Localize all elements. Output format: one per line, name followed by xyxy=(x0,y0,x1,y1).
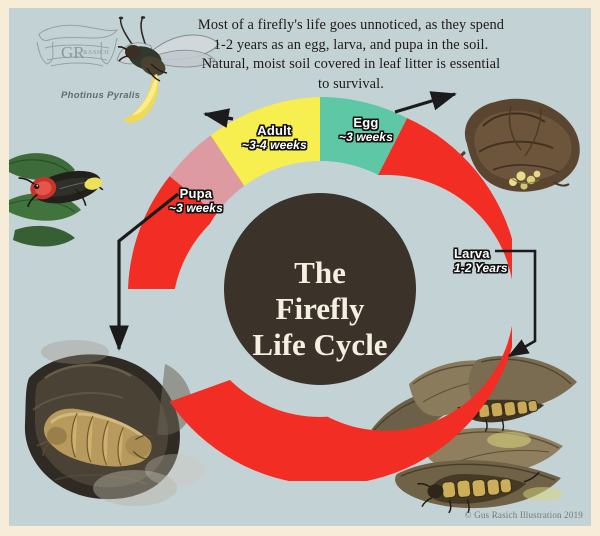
infographic-canvas: The Firefly Life Cycle Egg ~3 weeks Adul… xyxy=(9,8,591,526)
species-name-label: Photinus Pyralis xyxy=(61,90,141,101)
adult-firefly-flying-illustration xyxy=(116,16,220,123)
donut-slice-adult xyxy=(210,97,320,189)
intro-paragraph: Most of a firefly's life goes unnoticed,… xyxy=(197,17,505,92)
logo-ribbon-text: RASICH xyxy=(83,49,109,56)
firefly-eggs-in-soil-illustration xyxy=(456,98,580,192)
donut-slice-pupa xyxy=(169,135,247,216)
donut-slice-egg xyxy=(320,97,408,176)
firefly-life-cycle-donut-chart xyxy=(128,97,512,481)
donut-center-disc xyxy=(224,193,416,385)
logo-monogram: GR xyxy=(61,43,85,62)
copyright-credit: © Gus Rasich Illustration 2019 xyxy=(464,510,583,520)
adult-firefly-on-leaf-illustration xyxy=(9,153,104,247)
firefly-larva-leaves-illustration xyxy=(367,355,577,514)
artist-logo: GR RASICH xyxy=(31,18,123,72)
